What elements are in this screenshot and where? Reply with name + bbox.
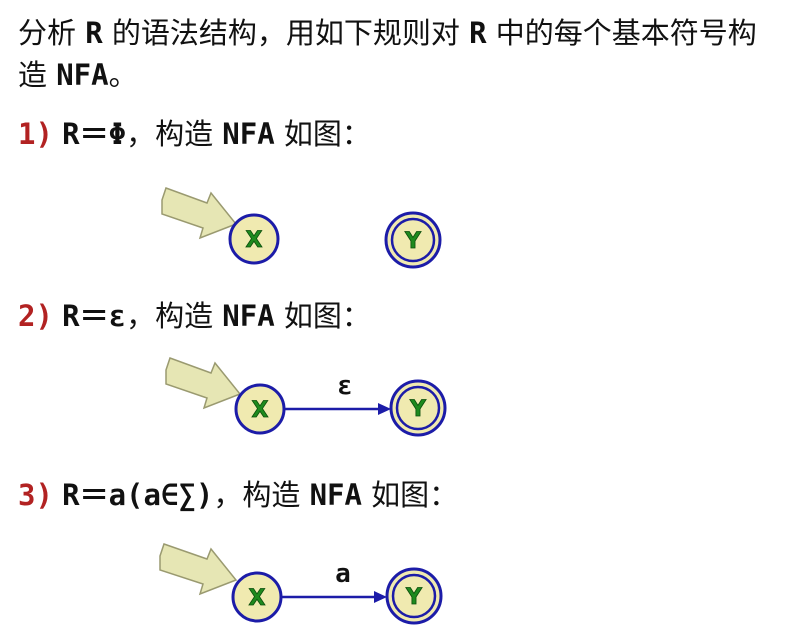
rule-expression: R＝a(a∈∑): [62, 478, 214, 512]
rule-number: 3): [18, 478, 53, 512]
rule-2: 2) R＝ε，构造 NFA 如图：: [18, 296, 371, 336]
rule-1: 1) R＝Φ，构造 NFA 如图：: [18, 114, 371, 154]
intro-paragraph: 分析 R 的语法结构，用如下规则对 R 中的每个基本符号构造 NFA。: [18, 12, 778, 96]
transition-arrowhead: [378, 403, 391, 415]
rule-nfa: NFA: [222, 117, 275, 151]
rule-separator: ，构造: [126, 117, 223, 151]
nfa-diagram-3: X a Y: [159, 543, 443, 625]
start-state: [228, 213, 280, 265]
start-state-label: X: [246, 228, 263, 253]
final-state-label: Y: [409, 397, 427, 422]
rule-expression: R＝ε: [62, 299, 127, 333]
intro-text-3: 中的每个基本符号构造: [18, 16, 757, 92]
final-state-label: Y: [405, 585, 423, 610]
final-state-label: Y: [404, 229, 422, 254]
nfa-diagram-1: X Y: [161, 187, 442, 269]
rule-number: 1): [18, 117, 53, 151]
start-arrow: [159, 543, 238, 596]
start-state-label: X: [252, 398, 269, 423]
rule-3: 3) R＝a(a∈∑)，构造 NFA 如图：: [18, 475, 458, 515]
edge-label: ε: [337, 371, 353, 401]
final-state-inner: [395, 385, 441, 431]
final-state-inner: [391, 573, 437, 619]
nfa-diagram-2: X ε Y: [165, 357, 447, 437]
rule-separator: ，构造: [126, 299, 223, 333]
intro-nfa: NFA: [56, 58, 109, 92]
rule-expression: R＝Φ: [62, 117, 127, 151]
intro-end: 。: [108, 58, 138, 92]
rule-number: 2): [18, 299, 53, 333]
transition-arrowhead: [374, 591, 387, 603]
rule-nfa: NFA: [309, 478, 362, 512]
intro-r: R: [85, 16, 103, 50]
intro-r2: R: [469, 16, 487, 50]
rule-tail: 如图：: [274, 299, 371, 333]
intro-text-2: 的语法结构，用如下规则对: [102, 16, 470, 50]
rule-nfa: NFA: [222, 299, 275, 333]
rule-tail: 如图：: [274, 117, 371, 151]
start-arrow: [161, 187, 238, 240]
start-state-label: X: [249, 586, 266, 611]
final-state-inner: [390, 217, 436, 263]
intro-text-1: 分析: [18, 16, 86, 50]
edge-label: a: [335, 559, 351, 589]
rule-tail: 如图：: [361, 478, 459, 512]
rule-separator: ，构造: [213, 478, 310, 512]
start-arrow: [165, 357, 242, 410]
